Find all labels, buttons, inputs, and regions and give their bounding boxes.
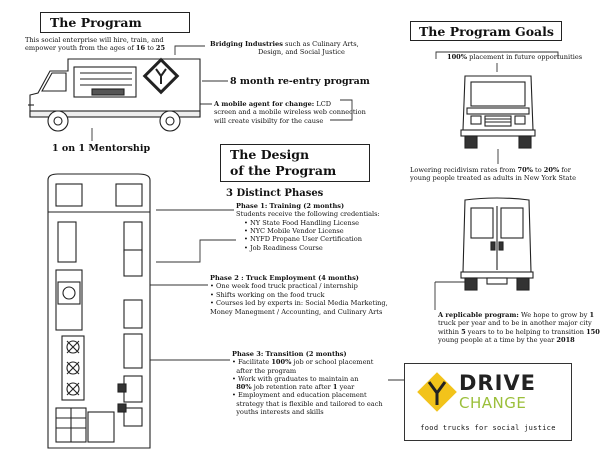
- logo-word-drive: DRIVE: [459, 371, 537, 395]
- phase1-intro: Students receive the following credentia…: [236, 210, 380, 219]
- logo-word-change: CHANGE: [459, 394, 527, 412]
- phase1-item: NYC Mobile Vendor License: [244, 227, 380, 235]
- bridging-industries-text: Bridging Industries such as Culinary Art…: [210, 40, 359, 57]
- program-title: The Program: [40, 12, 190, 33]
- phase2-block: Phase 2 : Truck Employment (4 months) On…: [210, 274, 388, 316]
- truck-rear-icon: [460, 197, 534, 291]
- mobile-agent-text: A mobile agent for change: LCD screen an…: [214, 100, 366, 125]
- program-description: This social enterprise will hire, train,…: [25, 36, 166, 53]
- goals-placement-text: 100% placement in future opportunities: [447, 53, 583, 61]
- goals-title: The Program Goals: [410, 21, 562, 41]
- logo-tagline: food trucks for social justice: [420, 424, 556, 432]
- phase3-bullet-2: • Work with graduates to maintain an 80%…: [232, 374, 359, 392]
- phase1-title: Phase 1: Training (2 months): [236, 202, 345, 210]
- truck-side-icon: [28, 57, 201, 132]
- goals-recidivism-text: Lowering recidivism rates from 70% to 20…: [410, 166, 576, 183]
- mentorship-label: 1 on 1 Mentorship: [52, 143, 151, 154]
- phase3-title: Phase 3: Transition (2 months): [232, 350, 347, 358]
- phase3-bullet-1: • Facilitate 100% job or school placemen…: [232, 358, 374, 375]
- phase1-item: NYFD Propane User Certification: [244, 235, 380, 243]
- phases-heading: 3 Distinct Phases: [226, 188, 324, 199]
- reentry-program-label: 8 month re-entry program: [230, 76, 370, 87]
- phase3-bullet-3: • Employment and education placement str…: [232, 391, 383, 417]
- phase1-item: NY State Food Handling License: [244, 219, 380, 227]
- drive-change-logo: DRIVE CHANGE food trucks for social just…: [404, 363, 572, 441]
- y-road-sign-icon: [142, 57, 180, 95]
- y-road-sign-icon: [417, 372, 457, 412]
- phase3-block: Phase 3: Transition (2 months) • Facilit…: [232, 350, 383, 416]
- truck-front-icon: [460, 75, 536, 149]
- phase1-list: NY State Food Handling License NYC Mobil…: [236, 219, 380, 253]
- phase1-block: Phase 1: Training (2 months) Students re…: [236, 202, 380, 252]
- phase2-item: Courses led by experts in: Social Media …: [210, 299, 388, 307]
- phase2-list: One week food truck practical / internsh…: [210, 282, 388, 307]
- phase2-item-cont: Money Manegment / Accounting, and Culina…: [210, 307, 383, 316]
- truck-floorplan-icon: [47, 173, 151, 449]
- phase1-item: Job Readiness Course: [244, 244, 380, 252]
- phase2-item: One week food truck practical / internsh…: [210, 282, 388, 290]
- phase2-title: Phase 2 : Truck Employment (4 months): [210, 274, 359, 282]
- phase2-item: Shifts working on the food truck: [210, 291, 388, 299]
- replicable-text: A replicable program: We hope to grow by…: [438, 311, 600, 344]
